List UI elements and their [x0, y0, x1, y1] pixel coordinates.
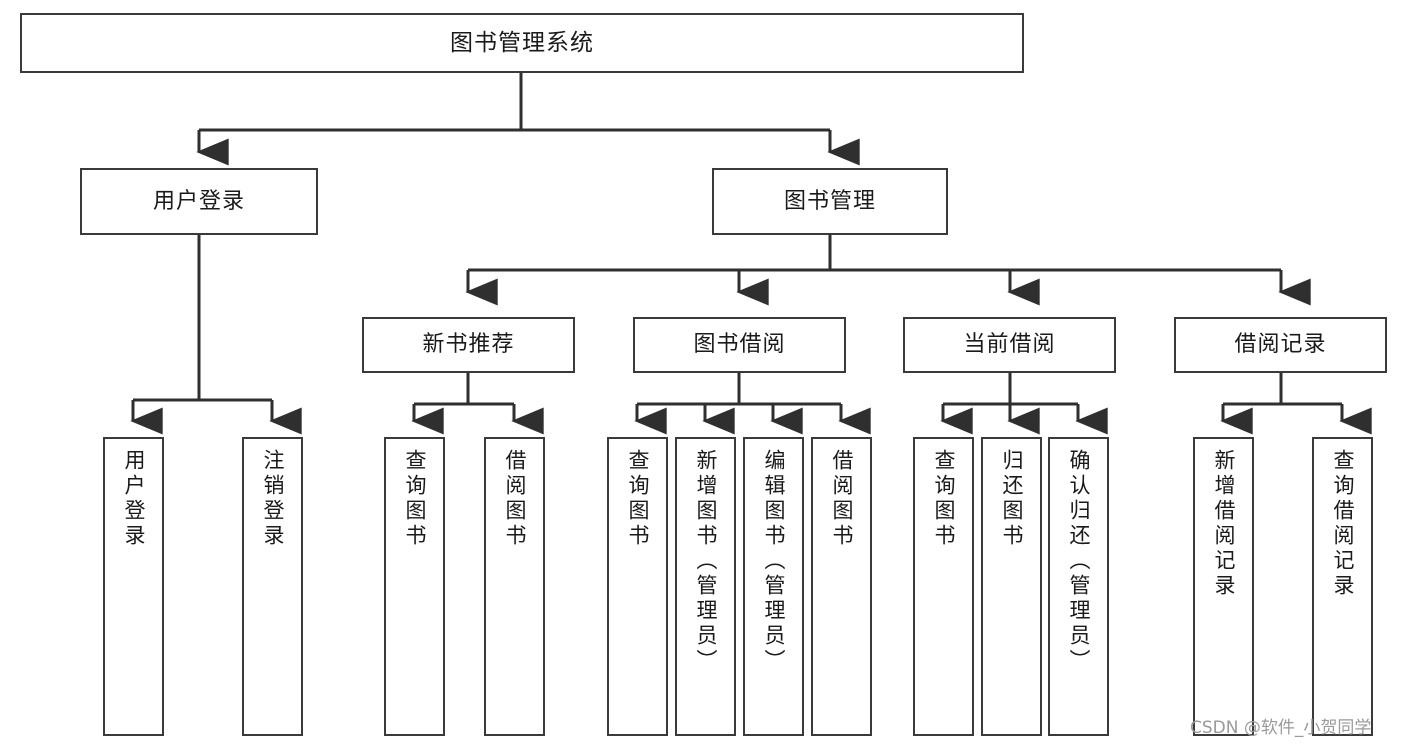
leaf-确认归还-管理员[interactable]: 确认归还（管理员） [1048, 437, 1109, 736]
node-label: 借阅图书 [503, 449, 527, 549]
leaf-新增借阅记录[interactable]: 新增借阅记录 [1193, 437, 1254, 736]
node-root-图书管理系统[interactable]: 图书管理系统 [20, 13, 1024, 73]
leaf-借阅图书-新书推荐[interactable]: 借阅图书 [484, 437, 545, 736]
node-label: 图书管理系统 [450, 29, 594, 56]
node-label: 查询图书 [626, 449, 650, 549]
leaf-用户登录[interactable]: 用户登录 [103, 437, 164, 736]
leaf-注销登录[interactable]: 注销登录 [242, 437, 303, 736]
leaf-归还图书[interactable]: 归还图书 [981, 437, 1042, 736]
node-图书借阅[interactable]: 图书借阅 [633, 317, 846, 373]
leaf-查询图书-当前借阅[interactable]: 查询图书 [913, 437, 974, 736]
node-label: 查询图书 [932, 449, 956, 549]
node-新书推荐[interactable]: 新书推荐 [362, 317, 575, 373]
node-label: 查询图书 [403, 449, 427, 549]
node-label: 查询借阅记录 [1331, 449, 1355, 599]
leaf-查询图书-新书推荐[interactable]: 查询图书 [384, 437, 445, 736]
node-label: 新增借阅记录 [1212, 449, 1236, 599]
node-label: 确认归还（管理员） [1067, 449, 1091, 674]
watermark-text: CSDN @软件_小贺同学 [1190, 718, 1372, 738]
node-label: 借阅记录 [1234, 332, 1327, 358]
node-label: 当前借阅 [963, 332, 1056, 358]
node-label: 新增图书（管理员） [694, 449, 718, 674]
leaf-查询图书-图书借阅[interactable]: 查询图书 [607, 437, 668, 736]
node-label: 新书推荐 [422, 332, 515, 358]
node-label: 用户登录 [152, 188, 245, 214]
node-label: 用户登录 [122, 449, 146, 549]
node-借阅记录[interactable]: 借阅记录 [1174, 317, 1387, 373]
node-label: 注销登录 [261, 449, 285, 549]
node-用户登录[interactable]: 用户登录 [80, 168, 318, 235]
leaf-新增图书-管理员[interactable]: 新增图书（管理员） [675, 437, 736, 736]
leaf-编辑图书-管理员[interactable]: 编辑图书（管理员） [743, 437, 804, 736]
leaf-查询借阅记录[interactable]: 查询借阅记录 [1312, 437, 1373, 736]
node-label: 借阅图书 [830, 449, 854, 549]
node-当前借阅[interactable]: 当前借阅 [903, 317, 1116, 373]
node-图书管理[interactable]: 图书管理 [712, 168, 948, 235]
node-label: 图书管理 [783, 188, 876, 214]
node-label: 编辑图书（管理员） [762, 449, 786, 674]
node-label: 图书借阅 [693, 332, 786, 358]
leaf-借阅图书-图书借阅[interactable]: 借阅图书 [811, 437, 872, 736]
node-label: 归还图书 [1000, 449, 1024, 549]
